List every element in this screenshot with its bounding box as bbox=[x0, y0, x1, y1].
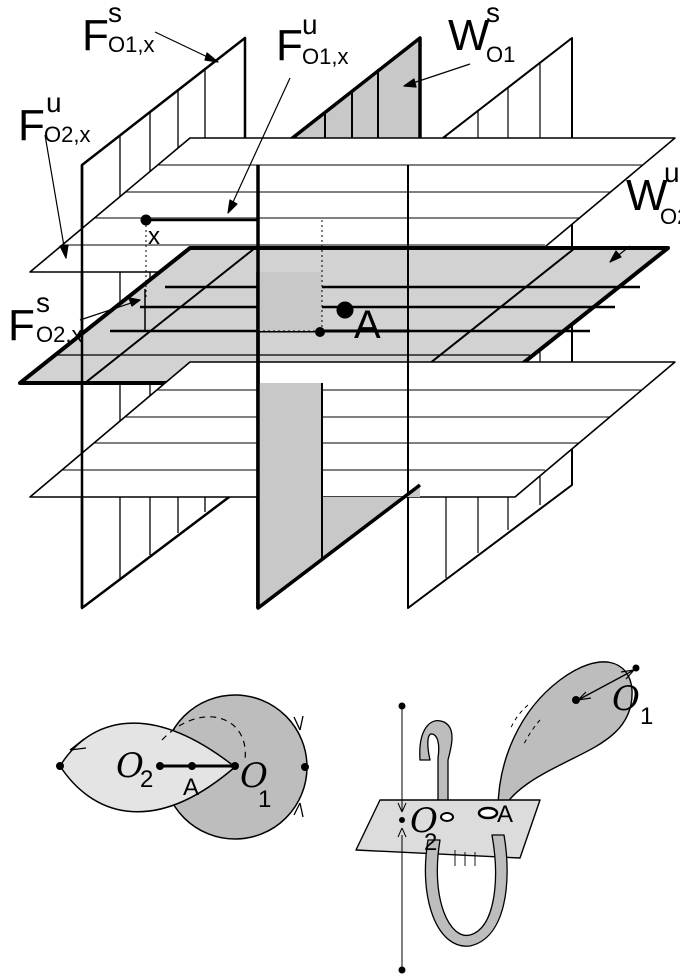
label-F-o1-u-main: F bbox=[276, 21, 303, 70]
label-F-o1-s-sup: s bbox=[108, 0, 122, 28]
bottom-right-figure bbox=[355, 661, 640, 974]
labels-bottom-right: O 1 O 2 A bbox=[410, 679, 653, 856]
label-W-o1-s-main: W bbox=[448, 11, 490, 60]
label-F-o1-s-main: F bbox=[82, 11, 109, 60]
bl-orbit-o2: O bbox=[116, 746, 144, 786]
bl-orbit-o1-sub: 1 bbox=[258, 786, 271, 813]
label-W-o2-u-main: W bbox=[626, 171, 668, 220]
label-F-o2-u-sup: u bbox=[46, 87, 62, 118]
point-small-dot bbox=[315, 327, 325, 337]
br-orbit-o2-sub: 2 bbox=[424, 829, 437, 856]
label-F-o1-u-sup: u bbox=[302, 9, 318, 40]
br-orbit-o1-sub: 1 bbox=[640, 703, 653, 730]
leader-arrows bbox=[44, 31, 631, 321]
tube-left bbox=[419, 720, 453, 813]
label-F-o2-u-main: F bbox=[18, 101, 45, 150]
label-F-o2-s-main: F bbox=[8, 301, 35, 350]
point-A-dot bbox=[336, 301, 354, 319]
balloon-shaded bbox=[497, 661, 633, 816]
br-orbit-o1: O bbox=[612, 679, 640, 719]
tube-loop bbox=[424, 834, 508, 947]
bottom-left-figure bbox=[56, 694, 309, 840]
bl-orbit-o2-sub: 2 bbox=[140, 766, 153, 793]
label-W-o1-s-sup: s bbox=[486, 0, 500, 28]
label-point-x: x bbox=[148, 223, 160, 250]
point-x-dot bbox=[140, 214, 152, 226]
labels-top: F s O1,x F u O1,x W s O1 F u O2,x W u O2… bbox=[8, 0, 680, 350]
label-F-o2-s-sup: s bbox=[36, 287, 50, 318]
label-F-o1-s-sub: O1,x bbox=[108, 32, 154, 57]
label-F-o2-s-sub: O2,x bbox=[36, 322, 82, 347]
label-W-o2-u-sub: O2 bbox=[660, 204, 680, 229]
label-F-o1-u-sub: O1,x bbox=[302, 44, 348, 69]
br-orbit-o2: O bbox=[410, 801, 438, 841]
horizontal-plane-top bbox=[29, 137, 676, 273]
label-W-o1-s-sub: O1 bbox=[486, 42, 515, 67]
br-point-A: A bbox=[497, 801, 513, 828]
labels-bottom-left: O 2 A O 1 bbox=[116, 746, 271, 813]
label-point-A: A bbox=[354, 303, 381, 347]
bl-point-A: A bbox=[183, 774, 199, 801]
bl-orbit-o1: O bbox=[240, 756, 268, 796]
label-W-o2-u-sup: u bbox=[664, 157, 680, 188]
vertical-plane-fronts bbox=[80, 165, 422, 610]
label-F-o2-u-sub: O2,x bbox=[44, 122, 90, 147]
